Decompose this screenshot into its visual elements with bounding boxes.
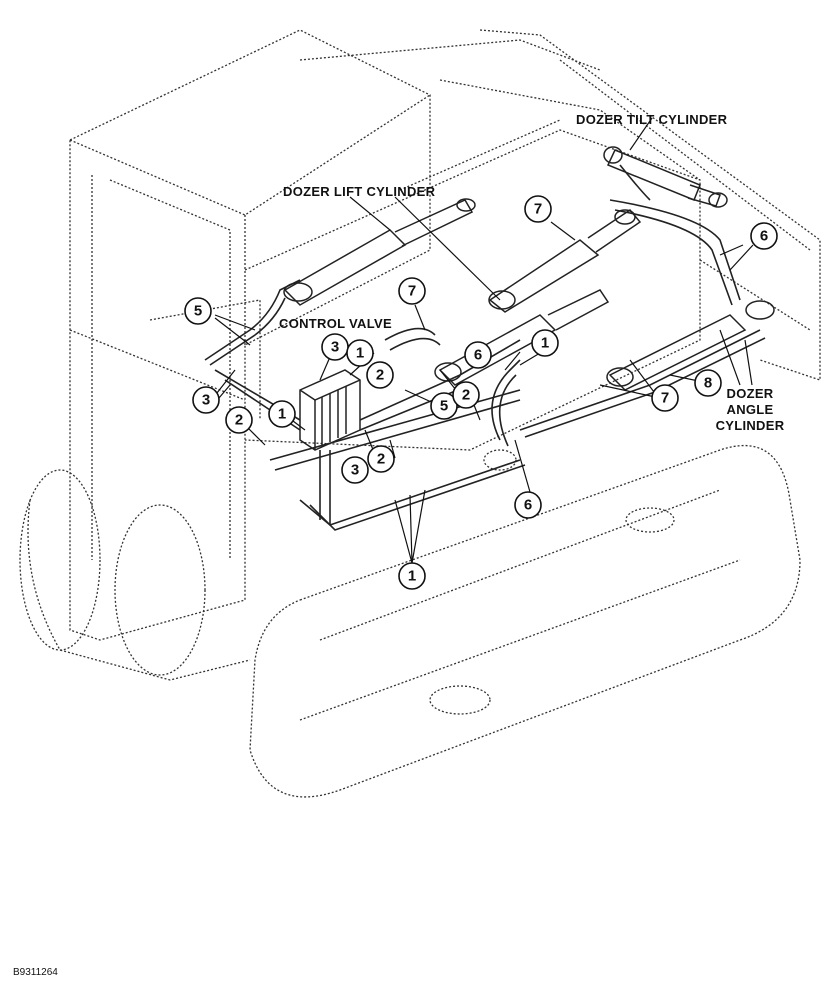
svg-text:7: 7 (661, 390, 669, 407)
callout-bubble: 1 (268, 400, 296, 428)
callout-bubble: 2 (366, 361, 394, 389)
callout-bubble: 7 (524, 195, 552, 223)
machine-body (19, 29, 821, 798)
svg-text:2: 2 (462, 387, 470, 404)
svg-text:7: 7 (534, 201, 542, 218)
svg-text:2: 2 (377, 451, 385, 468)
svg-text:1: 1 (278, 406, 286, 423)
svg-text:2: 2 (376, 367, 384, 384)
callout-bubble: 7 (651, 384, 679, 412)
callout-bubble: 7 (398, 277, 426, 305)
callout-bubble: 2 (452, 381, 480, 409)
dozer-angle-cylinder-left (434, 289, 610, 386)
callout-bubble: 8 (694, 369, 722, 397)
callout-bubble: 6 (514, 491, 542, 519)
dozer-angle-cylinder-right (606, 300, 775, 391)
hydraulic-lines (204, 164, 766, 531)
callout-bubble: 1 (531, 329, 559, 357)
callout-bubble: 1 (346, 339, 374, 367)
callout-bubble: 2 (225, 406, 253, 434)
svg-text:7: 7 (408, 283, 416, 300)
callout-bubble: 3 (341, 456, 369, 484)
dozer-lift-cylinder-label: DOZER LIFT CYLINDER (283, 184, 436, 199)
callout-bubble: 3 (321, 333, 349, 361)
dozer-tilt-cylinder-label: DOZER TILT CYLINDER (576, 112, 728, 127)
dozer-angle-cylinder-label-line2: ANGLE (727, 402, 774, 417)
callout-bubble: 2 (367, 445, 395, 473)
dozer-angle-cylinder-label-line3: CYLINDER (716, 418, 785, 433)
svg-text:3: 3 (202, 392, 210, 409)
callout-bubble: 5 (184, 297, 212, 325)
svg-text:1: 1 (356, 345, 364, 362)
dozer-lift-cylinder-right (488, 209, 642, 313)
leader-lines (212, 117, 754, 564)
dozer-lift-cylinder-left (283, 198, 476, 306)
svg-text:5: 5 (194, 303, 202, 320)
svg-text:6: 6 (474, 347, 482, 364)
svg-text:2: 2 (235, 412, 243, 429)
control-valve-label: CONTROL VALVE (279, 316, 392, 331)
svg-text:6: 6 (524, 497, 532, 514)
callout-bubble: 1 (398, 562, 426, 590)
svg-text:1: 1 (541, 335, 549, 352)
svg-text:8: 8 (704, 375, 712, 392)
callout-bubble: 6 (750, 222, 778, 250)
svg-text:1: 1 (408, 568, 416, 585)
svg-text:3: 3 (331, 339, 339, 356)
svg-text:5: 5 (440, 398, 448, 415)
callout-bubble: 3 (192, 386, 220, 414)
callout-bubble: 5 (430, 392, 458, 420)
dozer-tilt-cylinder (603, 146, 728, 208)
callout-bubble: 6 (464, 341, 492, 369)
figure-reference: B9311264 (13, 967, 58, 978)
svg-text:3: 3 (351, 462, 359, 479)
callout-bubbles: 7 6 5 7 3 1 2 6 1 3 2 1 5 2 8 7 3 2 6 1 (184, 195, 778, 590)
svg-text:6: 6 (760, 228, 768, 245)
dozer-angle-cylinder-label-line1: DOZER (727, 386, 774, 401)
